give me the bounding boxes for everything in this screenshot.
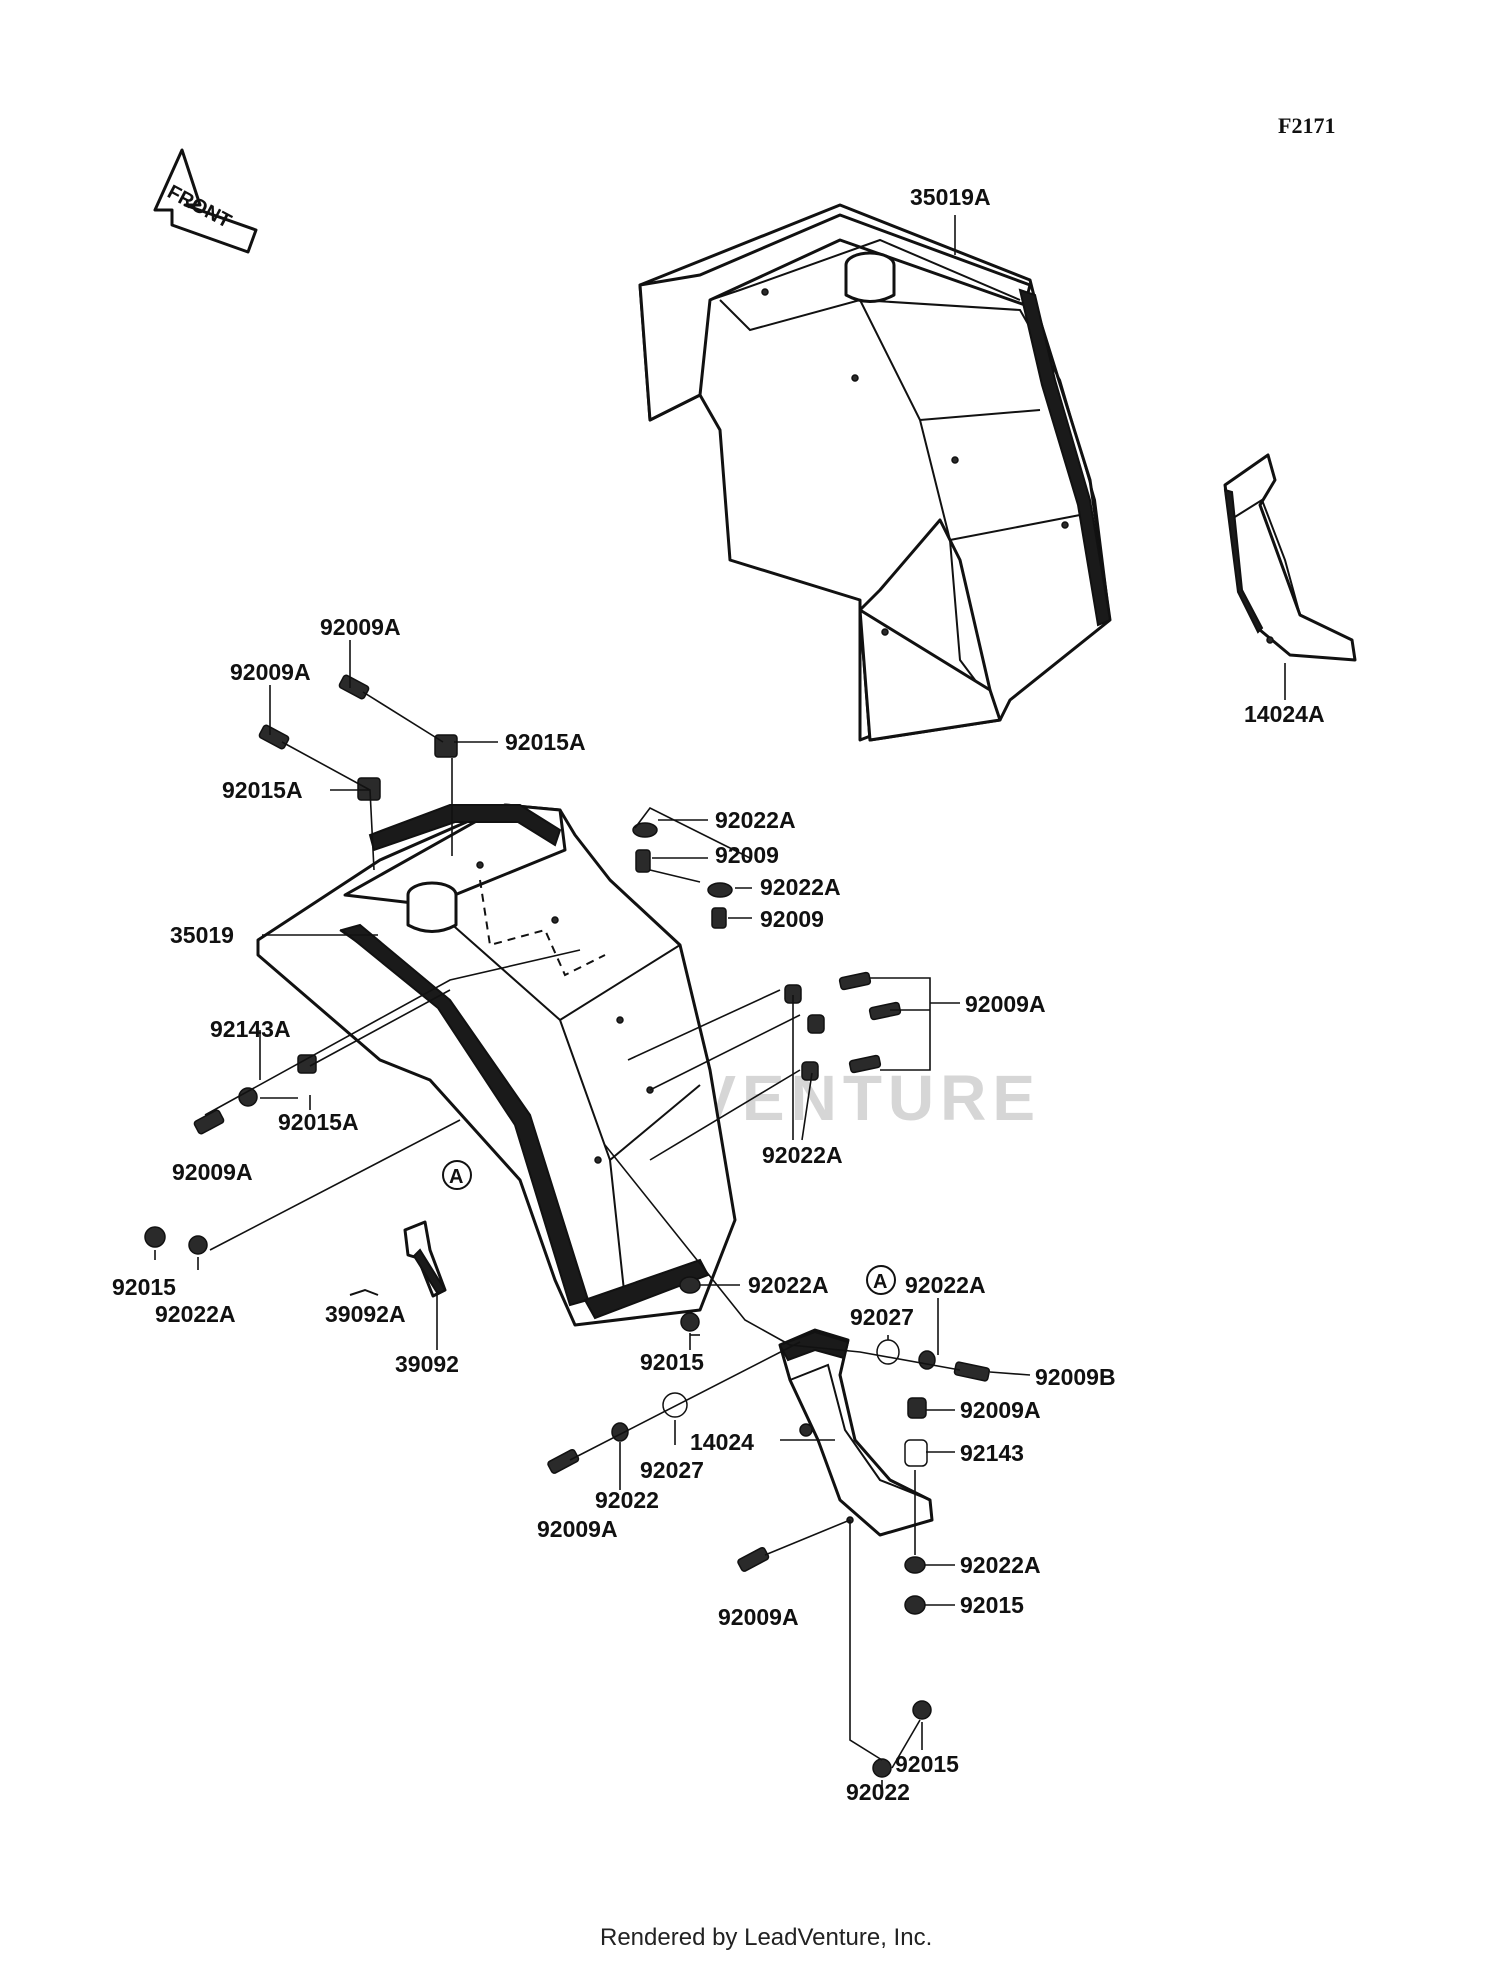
label-39092A: 39092A xyxy=(325,1301,406,1327)
label-92009A-6: 92009A xyxy=(537,1516,618,1542)
front-fender-35019 xyxy=(256,803,737,1327)
label-92009A-1: 92009A xyxy=(320,614,401,640)
figure-code: F2171 xyxy=(1278,113,1335,138)
label-92015-2: 92015 xyxy=(640,1349,704,1375)
label-35019: 35019 xyxy=(170,922,234,948)
part-labels: 35019A 14024A 92009A 92009A 92015A 92015… xyxy=(112,184,1325,1805)
label-92015-4: 92015 xyxy=(895,1751,959,1777)
label-92022A-1: 92022A xyxy=(715,807,796,833)
label-92022-2: 92022 xyxy=(846,1779,910,1805)
stay-14024 xyxy=(778,1328,934,1537)
leader-lines xyxy=(154,215,1286,1790)
label-92009-2: 92009 xyxy=(760,906,824,932)
label-92009B: 92009B xyxy=(1035,1364,1116,1390)
label-92009A-3: 92009A xyxy=(965,991,1046,1017)
label-92015A-2: 92015A xyxy=(222,777,303,803)
label-92143: 92143 xyxy=(960,1440,1024,1466)
label-92015-1: 92015 xyxy=(112,1274,176,1300)
label-92009A-5: 92009A xyxy=(960,1397,1041,1423)
callout-a-2-text: A xyxy=(873,1271,887,1293)
rear-fender-35019A xyxy=(638,203,1112,742)
label-92022A-5: 92022A xyxy=(748,1272,829,1298)
label-92022A-6: 92022A xyxy=(905,1272,986,1298)
label-92015A-3: 92015A xyxy=(278,1109,359,1135)
label-92015A-1: 92015A xyxy=(505,729,586,755)
callout-a-2: A xyxy=(866,1265,896,1295)
label-92009A-4: 92009A xyxy=(172,1159,253,1185)
label-92022A-2: 92022A xyxy=(760,874,841,900)
label-92015-3: 92015 xyxy=(960,1592,1024,1618)
clip-39092 xyxy=(349,1220,447,1298)
front-arrow-icon: FRONT xyxy=(153,148,258,254)
label-14024: 14024 xyxy=(690,1429,754,1455)
label-92022-1: 92022 xyxy=(595,1487,659,1513)
label-92009A-7: 92009A xyxy=(718,1604,799,1630)
label-92143A: 92143A xyxy=(210,1016,291,1042)
callout-a-1-text: A xyxy=(449,1166,463,1188)
label-92009-1: 92009 xyxy=(715,842,779,868)
label-92022A-4: 92022A xyxy=(155,1301,236,1327)
label-92027-2: 92027 xyxy=(640,1457,704,1483)
label-39092: 39092 xyxy=(395,1351,459,1377)
label-92009A-2: 92009A xyxy=(230,659,311,685)
label-35019A-top: 35019A xyxy=(910,184,991,210)
hardware xyxy=(144,674,991,1778)
label-14024A: 14024A xyxy=(1244,701,1325,727)
footer-credit: Rendered by LeadVenture, Inc. xyxy=(600,1924,932,1951)
label-92022A-7: 92022A xyxy=(960,1552,1041,1578)
label-92027-1: 92027 xyxy=(850,1304,914,1330)
callout-a-1: A xyxy=(442,1160,472,1190)
label-92022A-3: 92022A xyxy=(762,1142,843,1168)
bracket-14024A xyxy=(1223,453,1357,662)
